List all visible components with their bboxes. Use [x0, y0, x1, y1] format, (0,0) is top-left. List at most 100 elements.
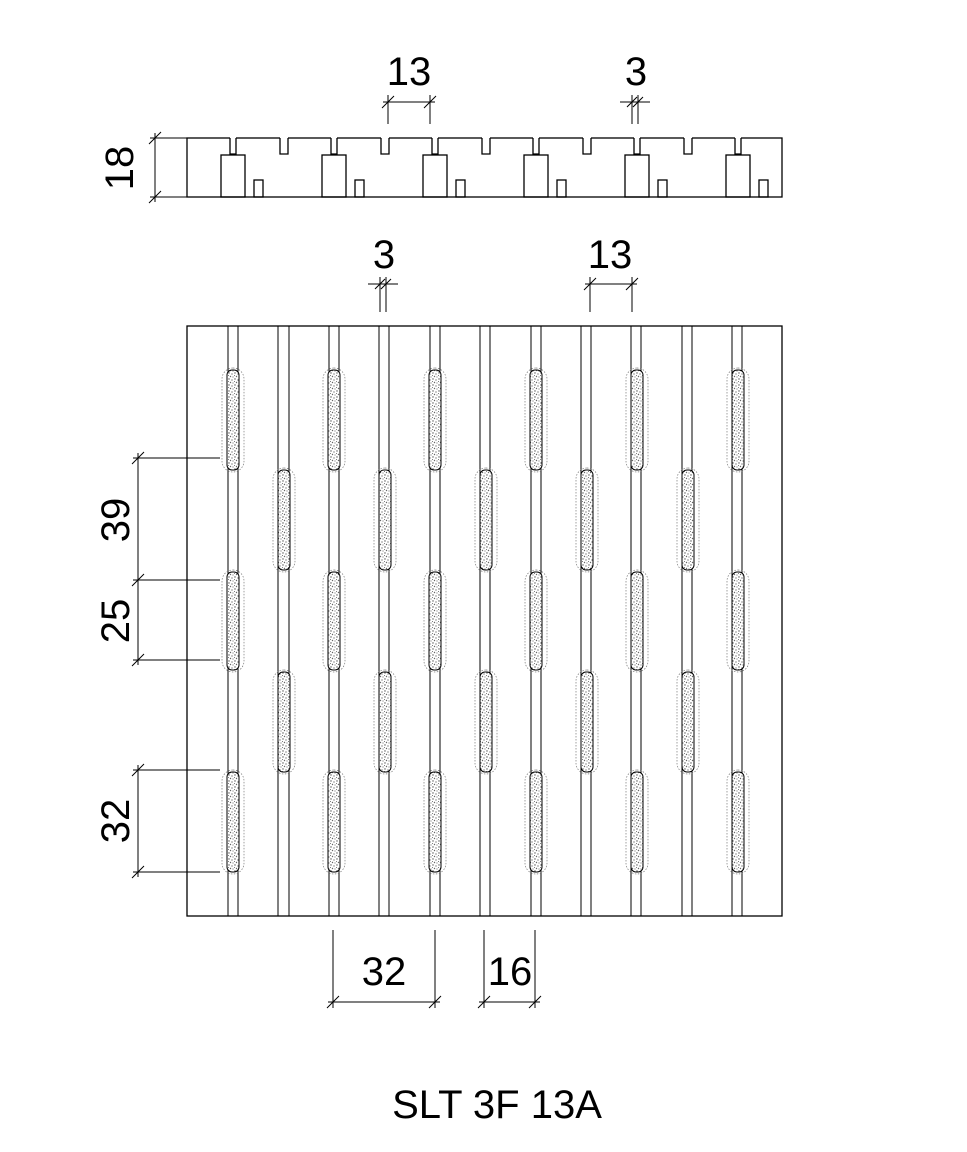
plan-insert-outline: [221, 769, 245, 875]
dimension-groove-top: 13: [381, 50, 437, 124]
section-insert-small: [758, 179, 769, 198]
section-insert: [220, 154, 246, 198]
plan-insert-outline: [575, 669, 599, 775]
plan-insert: [529, 571, 543, 671]
plan-insert: [580, 671, 594, 773]
plan-insert: [630, 369, 644, 471]
plan-insert-outline: [423, 569, 447, 673]
plan-insert-outline: [625, 769, 649, 875]
plan-groove-lines: [227, 326, 743, 916]
plan-insert: [731, 369, 745, 471]
plan-insert-outline: [221, 367, 245, 473]
section-notch-fill: [634, 137, 640, 154]
plan-insert: [479, 671, 493, 773]
dimension-slot-top: 3: [620, 50, 650, 124]
section-notch-fill: [432, 137, 438, 154]
plan-insert: [327, 369, 341, 471]
plan-insert: [479, 469, 493, 571]
section-grooves: [229, 137, 742, 155]
section-notch-fill: [583, 137, 591, 154]
dimension-slot-top-label: 3: [625, 50, 647, 94]
section-notch: [481, 138, 491, 155]
section-insert-small: [657, 179, 668, 198]
section-notch: [734, 138, 742, 155]
section-notch-fill: [533, 137, 539, 154]
plan-insert: [226, 369, 240, 471]
plan-insert: [428, 571, 442, 671]
dimension-vertical-39: 39: [94, 498, 138, 543]
drawing-title: SLT 3F 13A: [392, 1083, 602, 1127]
section-notch-fill: [482, 137, 490, 154]
dimension-slot-plan: 3: [368, 233, 398, 312]
section-insert: [321, 154, 347, 198]
plan-insert-outline: [575, 467, 599, 573]
plan-insert-outline: [676, 467, 700, 573]
dimension-groove-top-label: 13: [387, 50, 432, 94]
plan-insert: [681, 469, 695, 571]
section-insert-small: [354, 179, 365, 198]
section-insert: [624, 154, 650, 198]
plan-insert-outline: [373, 467, 397, 573]
plan-insert: [731, 571, 745, 671]
dimension-groove-plan: 13: [583, 233, 639, 312]
section-notch-fill: [331, 137, 337, 154]
plan-insert: [327, 571, 341, 671]
plan-insert-outline: [474, 669, 498, 775]
plan-insert: [378, 469, 392, 571]
plan-insert: [529, 369, 543, 471]
plan-inserts: [221, 367, 750, 875]
plan-insert-outline: [474, 467, 498, 573]
plan-insert-outline: [272, 669, 296, 775]
plan-insert-outline: [322, 769, 346, 875]
section-insert-small: [455, 179, 466, 198]
plan-insert-outline: [726, 569, 750, 673]
plan-insert: [428, 771, 442, 873]
plan-insert-outline: [726, 367, 750, 473]
plan-insert: [731, 771, 745, 873]
plan-insert-outline: [625, 367, 649, 473]
section-insert: [725, 154, 751, 198]
plan-insert-outline: [524, 367, 548, 473]
section-notch: [330, 138, 338, 155]
plan-insert: [226, 571, 240, 671]
section-notch-fill: [684, 137, 692, 154]
plan-insert-outline: [676, 669, 700, 775]
plan-insert: [580, 469, 594, 571]
dimension-height: 18: [98, 131, 187, 204]
section-notch: [431, 138, 439, 155]
section-view: 18 13 3: [98, 50, 783, 204]
plan-insert: [378, 671, 392, 773]
plan-insert: [630, 571, 644, 671]
plan-insert: [529, 771, 543, 873]
dimension-vertical-32: 32: [94, 799, 138, 844]
plan-insert: [428, 369, 442, 471]
plan-insert: [630, 771, 644, 873]
section-notch: [229, 138, 237, 155]
plan-insert-outline: [322, 367, 346, 473]
section-insert-small: [253, 179, 264, 198]
plan-insert-outline: [524, 769, 548, 875]
section-notch: [633, 138, 641, 155]
dimension-bottom-spacing: 32: [326, 930, 442, 1009]
section-insert-small: [556, 179, 567, 198]
plan-insert-outline: [322, 569, 346, 673]
plan-insert-outline: [524, 569, 548, 673]
plan-outline: [186, 325, 783, 917]
section-notch-fill: [381, 137, 389, 154]
dimension-groove-plan-label: 13: [588, 233, 633, 277]
section-notch: [279, 138, 289, 155]
section-insert: [523, 154, 549, 198]
plan-insert-outline: [373, 669, 397, 775]
dimension-slot-plan-label: 3: [373, 233, 395, 277]
plan-insert-outline: [726, 769, 750, 875]
dimension-bottom-half-spacing: 16: [477, 930, 542, 1009]
section-notch: [380, 138, 390, 155]
dimension-bottom-half-spacing-label: 16: [488, 950, 533, 994]
dimension-vertical-25: 25: [94, 599, 138, 644]
dimension-bottom-spacing-label: 32: [362, 950, 407, 994]
plan-insert-outline: [423, 769, 447, 875]
section-notch-fill: [280, 137, 288, 154]
plan-insert-outline: [625, 569, 649, 673]
plan-view: 3 13 39 25 32: [94, 233, 783, 1009]
